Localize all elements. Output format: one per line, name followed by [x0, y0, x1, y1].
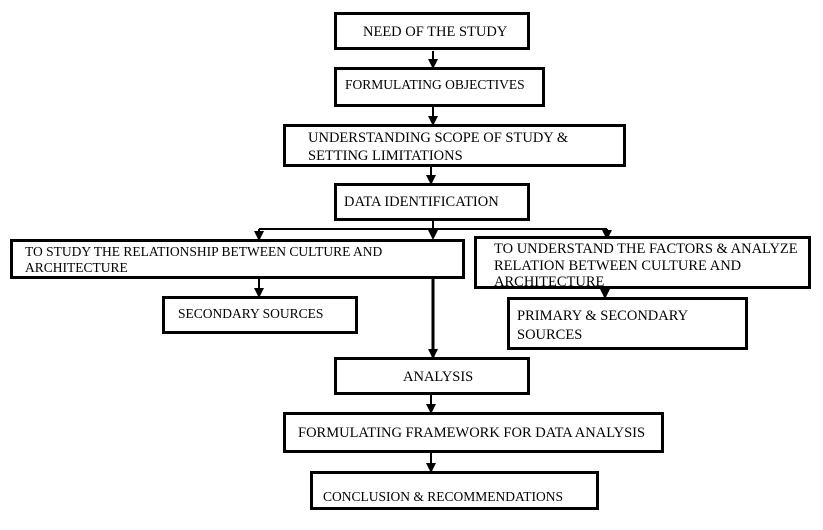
- analysis-box: ANALYSIS: [334, 357, 530, 395]
- factors-label-line3: ARCHITECTURE: [494, 274, 605, 290]
- scope-label-line2: SETTING LIMITATIONS: [308, 148, 463, 164]
- primary-secondary-label-line2: SOURCES: [517, 327, 583, 343]
- analysis-label: ANALYSIS: [403, 369, 474, 385]
- data-identification-label: DATA IDENTIFICATION: [344, 194, 499, 210]
- need-of-study-box: NEED OF THE STUDY: [334, 12, 530, 50]
- formulating-objectives-box: FORMULATING OBJECTIVES: [334, 67, 545, 107]
- data-identification-box: DATA IDENTIFICATION: [334, 183, 530, 221]
- framework-label: FORMULATING FRAMEWORK FOR DATA ANALYSIS: [298, 425, 646, 441]
- factors-label-line1: TO UNDERSTAND THE FACTORS & ANALYZE: [494, 241, 798, 257]
- secondary-sources-box: SECONDARY SOURCES: [162, 296, 358, 334]
- scope-limitations-box: UNDERSTANDING SCOPE OF STUDY & SETTING L…: [283, 124, 626, 167]
- framework-box: FORMULATING FRAMEWORK FOR DATA ANALYSIS: [283, 412, 664, 453]
- formulating-objectives-label: FORMULATING OBJECTIVES: [345, 77, 525, 92]
- primary-secondary-label-line1: PRIMARY & SECONDARY: [517, 308, 689, 324]
- relationship-box: TO STUDY THE RELATIONSHIP BETWEEN CULTUR…: [10, 239, 465, 279]
- secondary-sources-label: SECONDARY SOURCES: [178, 306, 324, 321]
- factors-box: TO UNDERSTAND THE FACTORS & ANALYZE RELA…: [474, 236, 811, 290]
- need-of-study-label: NEED OF THE STUDY: [363, 24, 508, 40]
- factors-label-line2: RELATION BETWEEN CULTURE AND: [494, 258, 742, 274]
- conclusion-box: CONCLUSION & RECOMMENDATIONS: [310, 471, 599, 510]
- conclusion-label: CONCLUSION & RECOMMENDATIONS: [323, 489, 564, 504]
- relationship-label-line2: ARCHITECTURE: [25, 260, 128, 275]
- scope-label-line1: UNDERSTANDING SCOPE OF STUDY &: [308, 130, 569, 146]
- primary-secondary-box: PRIMARY & SECONDARY SOURCES: [507, 297, 748, 350]
- relationship-label-line1: TO STUDY THE RELATIONSHIP BETWEEN CULTUR…: [25, 244, 383, 259]
